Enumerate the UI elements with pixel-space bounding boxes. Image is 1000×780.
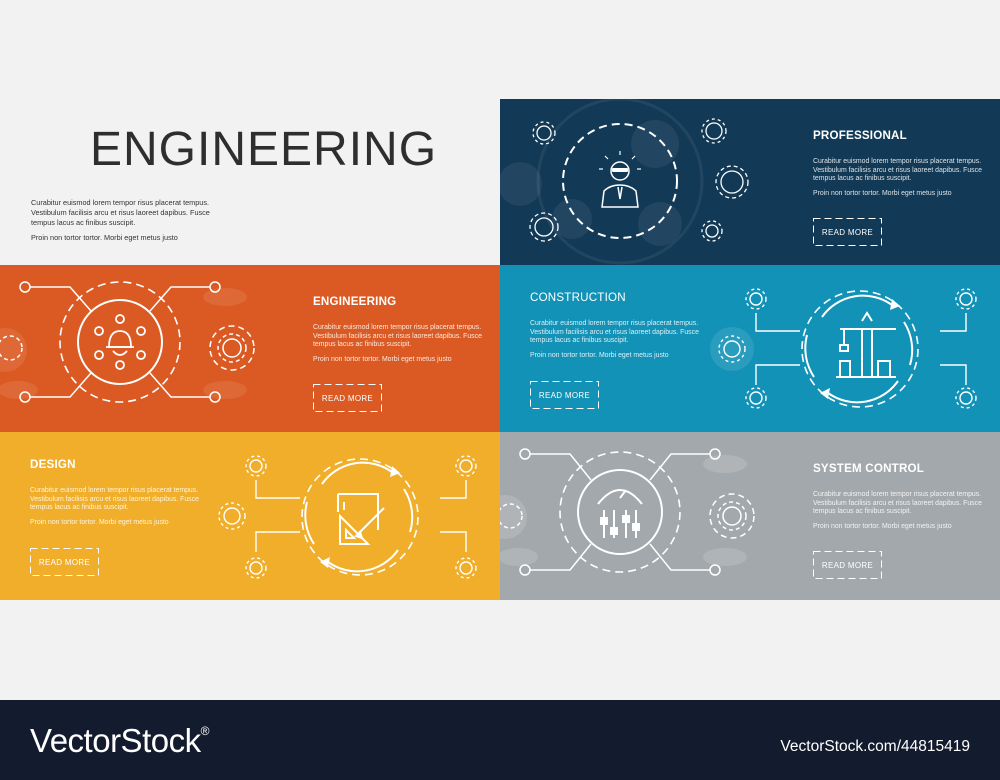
intro-paragraph: Curabitur euismod lorem tempor risus pla… [31, 198, 210, 227]
panel-paragraph: Curabitur euismod lorem tempor risus pla… [30, 487, 199, 512]
read-more-button[interactable]: READ MORE [813, 218, 882, 246]
panel-design: DESIGN Curabitur euismod lorem tempor ri… [0, 432, 500, 600]
crane-icon [836, 311, 896, 378]
circuit-decoration [0, 281, 255, 403]
read-more-label: READ MORE [821, 560, 874, 570]
read-more-label: READ MORE [538, 390, 591, 400]
circuit-decoration [500, 448, 755, 576]
panel-title: ENGINEERING [313, 295, 397, 308]
panel-paragraph: Curabitur euismod lorem tempor risus pla… [530, 320, 699, 345]
panel-construction: CONSTRUCTION Curabitur euismod lorem tem… [500, 265, 1000, 432]
panel-professional: PROFESSIONAL Curabitur euismod lorem tem… [500, 99, 1000, 265]
panel-title: PROFESSIONAL [813, 129, 907, 142]
engineer-helmet-network-icon [94, 314, 146, 370]
page-title: ENGINEERING [90, 123, 438, 176]
panel-paragraph: Proin non tortor tortor. Morbi eget metu… [30, 518, 169, 526]
panel-title: SYSTEM CONTROL [813, 462, 925, 475]
read-more-button[interactable]: READ MORE [813, 551, 882, 579]
intro-text: Curabitur euismod lorem tempor risus pla… [31, 198, 221, 243]
read-more-label: READ MORE [821, 227, 874, 237]
panel-paragraph: Proin non tortor tortor. Morbi eget metu… [313, 355, 452, 363]
design-tools-icon [337, 493, 385, 545]
panel-paragraph: Curabitur euismod lorem tempor risus pla… [313, 324, 482, 349]
control-sliders-icon [597, 489, 643, 538]
panel-text: Curabitur euismod lorem tempor risus pla… [813, 158, 983, 198]
panel-text: Curabitur euismod lorem tempor risus pla… [813, 491, 983, 531]
gear-decoration [500, 99, 749, 265]
circuit-decoration [218, 455, 477, 579]
read-more-button[interactable]: READ MORE [530, 381, 599, 409]
panel-paragraph: Curabitur euismod lorem tempor risus pla… [813, 491, 982, 516]
panel-title: CONSTRUCTION [530, 291, 626, 304]
panel-paragraph: Proin non tortor tortor. Morbi eget metu… [530, 351, 669, 359]
panel-paragraph: Curabitur euismod lorem tempor risus pla… [813, 158, 982, 183]
read-more-button[interactable]: READ MORE [313, 384, 382, 412]
read-more-label: READ MORE [321, 393, 374, 403]
panel-engineering: ENGINEERING Curabitur euismod lorem temp… [0, 265, 500, 432]
read-more-label: READ MORE [38, 557, 91, 567]
intro-paragraph: Proin non tortor tortor. Morbi eget metu… [31, 233, 178, 243]
panel-text: Curabitur euismod lorem tempor risus pla… [30, 487, 200, 527]
panel-text: Curabitur euismod lorem tempor risus pla… [313, 324, 483, 364]
image-id: VectorStock.com/44815419 [780, 738, 970, 755]
registered-mark: ® [200, 724, 210, 738]
panel-title: DESIGN [30, 458, 76, 471]
panel-paragraph: Proin non tortor tortor. Morbi eget metu… [813, 189, 952, 197]
panel-text: Curabitur euismod lorem tempor risus pla… [530, 320, 700, 360]
brand-name: VectorStock [30, 722, 201, 759]
read-more-button[interactable]: READ MORE [30, 548, 99, 576]
brand-logo: VectorStock® [30, 722, 209, 760]
footer-bar: VectorStock® VectorStock.com/44815419 [0, 700, 1000, 780]
panel-system-control: SYSTEM CONTROL Curabitur euismod lorem t… [500, 432, 1000, 600]
businessman-icon [599, 151, 641, 208]
panel-paragraph: Proin non tortor tortor. Morbi eget metu… [813, 522, 952, 530]
circuit-decoration [710, 288, 977, 409]
